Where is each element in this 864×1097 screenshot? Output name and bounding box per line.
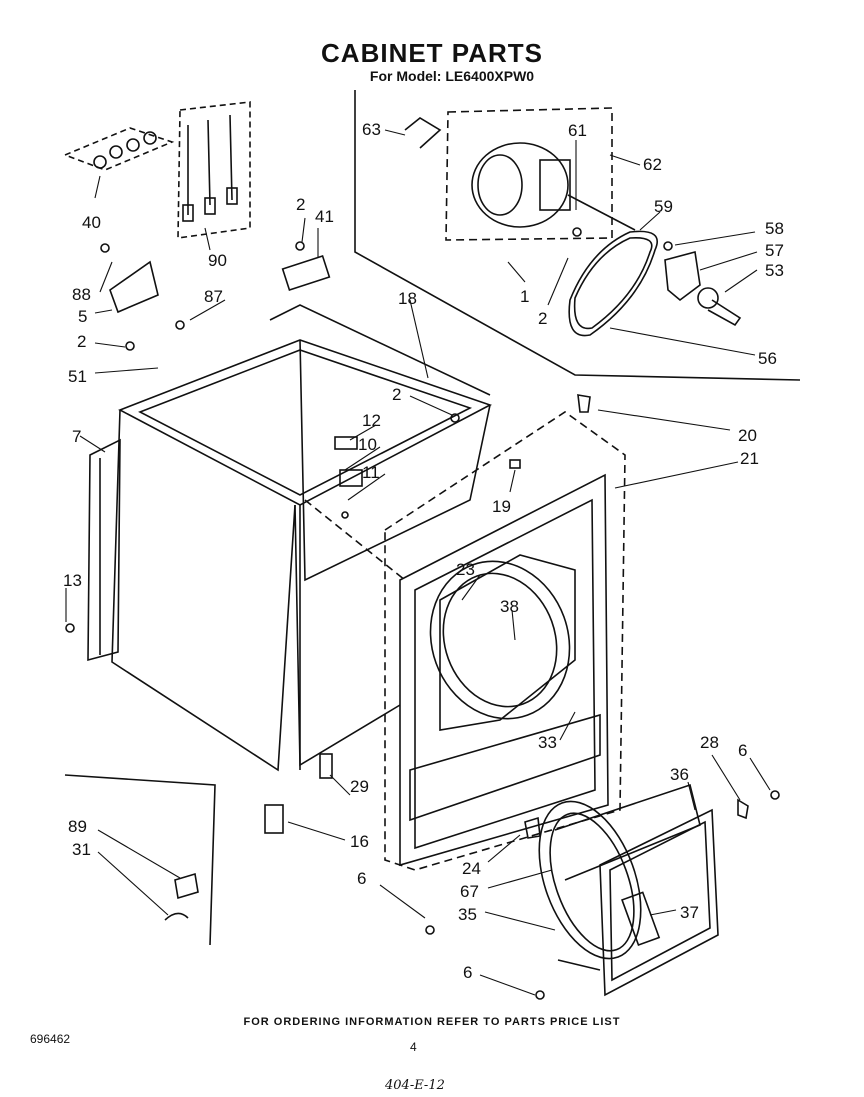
callout-88: 88 — [72, 285, 91, 304]
callout-24: 24 — [462, 859, 481, 878]
callout-57: 57 — [765, 241, 784, 260]
callout-29: 29 — [350, 777, 369, 796]
screw-head — [425, 925, 435, 935]
page-number: 4 — [410, 1040, 417, 1054]
rear-access-panel — [87, 438, 121, 662]
callout-2: 2 — [77, 332, 86, 351]
callout-37: 37 — [680, 903, 699, 922]
door-opening — [429, 560, 571, 720]
callout-28: 28 — [700, 733, 719, 752]
callout-12: 12 — [362, 411, 381, 430]
callout-87: 87 — [204, 287, 223, 306]
idler-bracket — [664, 250, 701, 302]
front-panel-dashed-box — [384, 411, 626, 871]
callout-62: 62 — [643, 155, 662, 174]
callout-61: 61 — [568, 121, 587, 140]
front-panel — [399, 473, 609, 867]
callout-1: 1 — [520, 287, 529, 306]
callout-19: 19 — [492, 497, 511, 516]
callout-10: 10 — [358, 435, 377, 454]
door-outer-panel — [599, 808, 719, 997]
callout-7: 7 — [72, 427, 81, 446]
hinge-block — [281, 255, 331, 291]
model-subtitle: For Model: LE6400XPW0 — [0, 68, 864, 84]
inset-border — [64, 774, 216, 946]
callout-67: 67 — [460, 882, 479, 901]
drive-motor — [471, 142, 569, 228]
ordering-note: FOR ORDERING INFORMATION REFER TO PARTS … — [243, 1016, 621, 1028]
motor-bracket — [404, 117, 442, 149]
callout-23: 23 — [456, 560, 475, 579]
callout-41: 41 — [315, 207, 334, 226]
callout-56: 56 — [758, 349, 777, 368]
callout-51: 51 — [68, 367, 87, 386]
wire-clip — [174, 872, 199, 900]
small-clip — [509, 459, 521, 469]
callout-63: 63 — [362, 120, 381, 139]
callout-16: 16 — [350, 832, 369, 851]
door-seal-ring — [538, 800, 642, 960]
callout-36: 36 — [670, 765, 689, 784]
callout-59: 59 — [654, 197, 673, 216]
callout-5: 5 — [78, 307, 87, 326]
callout-2: 2 — [296, 195, 305, 214]
door-switch — [339, 469, 363, 487]
callout-58: 58 — [765, 219, 784, 238]
callout-90: 90 — [208, 251, 227, 270]
cabinet-body — [118, 339, 493, 506]
latch-bracket — [334, 436, 358, 450]
drive-belt — [568, 230, 658, 337]
terminal-kit-dashed-box — [177, 101, 251, 239]
document-number: 696462 — [30, 1032, 71, 1046]
leveling-foot — [264, 804, 284, 834]
leveling-bracket — [319, 753, 333, 779]
callout-6: 6 — [463, 963, 472, 982]
door-inner-panel — [554, 783, 701, 881]
callout-13: 13 — [63, 571, 82, 590]
callout-53: 53 — [765, 261, 784, 280]
callout-18: 18 — [398, 289, 417, 308]
motor-area-border — [354, 90, 801, 381]
callout-labels: 4090241885872517131821210111920212338332… — [63, 120, 784, 982]
callout-2: 2 — [538, 309, 547, 328]
model-label: For Model: — [369, 68, 442, 84]
foot-kit-dashed-box — [62, 127, 175, 171]
callout-89: 89 — [68, 817, 87, 836]
hinge-pin — [737, 798, 749, 820]
idler-pulley — [697, 287, 719, 309]
callout-40: 40 — [82, 213, 101, 232]
callout-21: 21 — [740, 449, 759, 468]
callout-35: 35 — [458, 905, 477, 924]
leg-cap — [577, 394, 591, 413]
motor-assembly-dashed-box — [445, 107, 613, 241]
callout-6: 6 — [357, 869, 366, 888]
handwritten-note: 404-E-12 — [385, 1078, 445, 1093]
callout-33: 33 — [538, 733, 557, 752]
mounting-bracket — [109, 260, 159, 314]
latch-strike — [524, 816, 541, 839]
callout-20: 20 — [738, 426, 757, 445]
callout-38: 38 — [500, 597, 519, 616]
callout-11: 11 — [362, 463, 380, 482]
callout-6: 6 — [738, 741, 747, 760]
callout-31: 31 — [72, 840, 91, 859]
model-number: LE6400XPW0 — [445, 68, 535, 84]
wire-harness-clip — [164, 912, 189, 921]
callout-2: 2 — [392, 385, 401, 404]
page-title: CABINET PARTS — [321, 38, 543, 68]
